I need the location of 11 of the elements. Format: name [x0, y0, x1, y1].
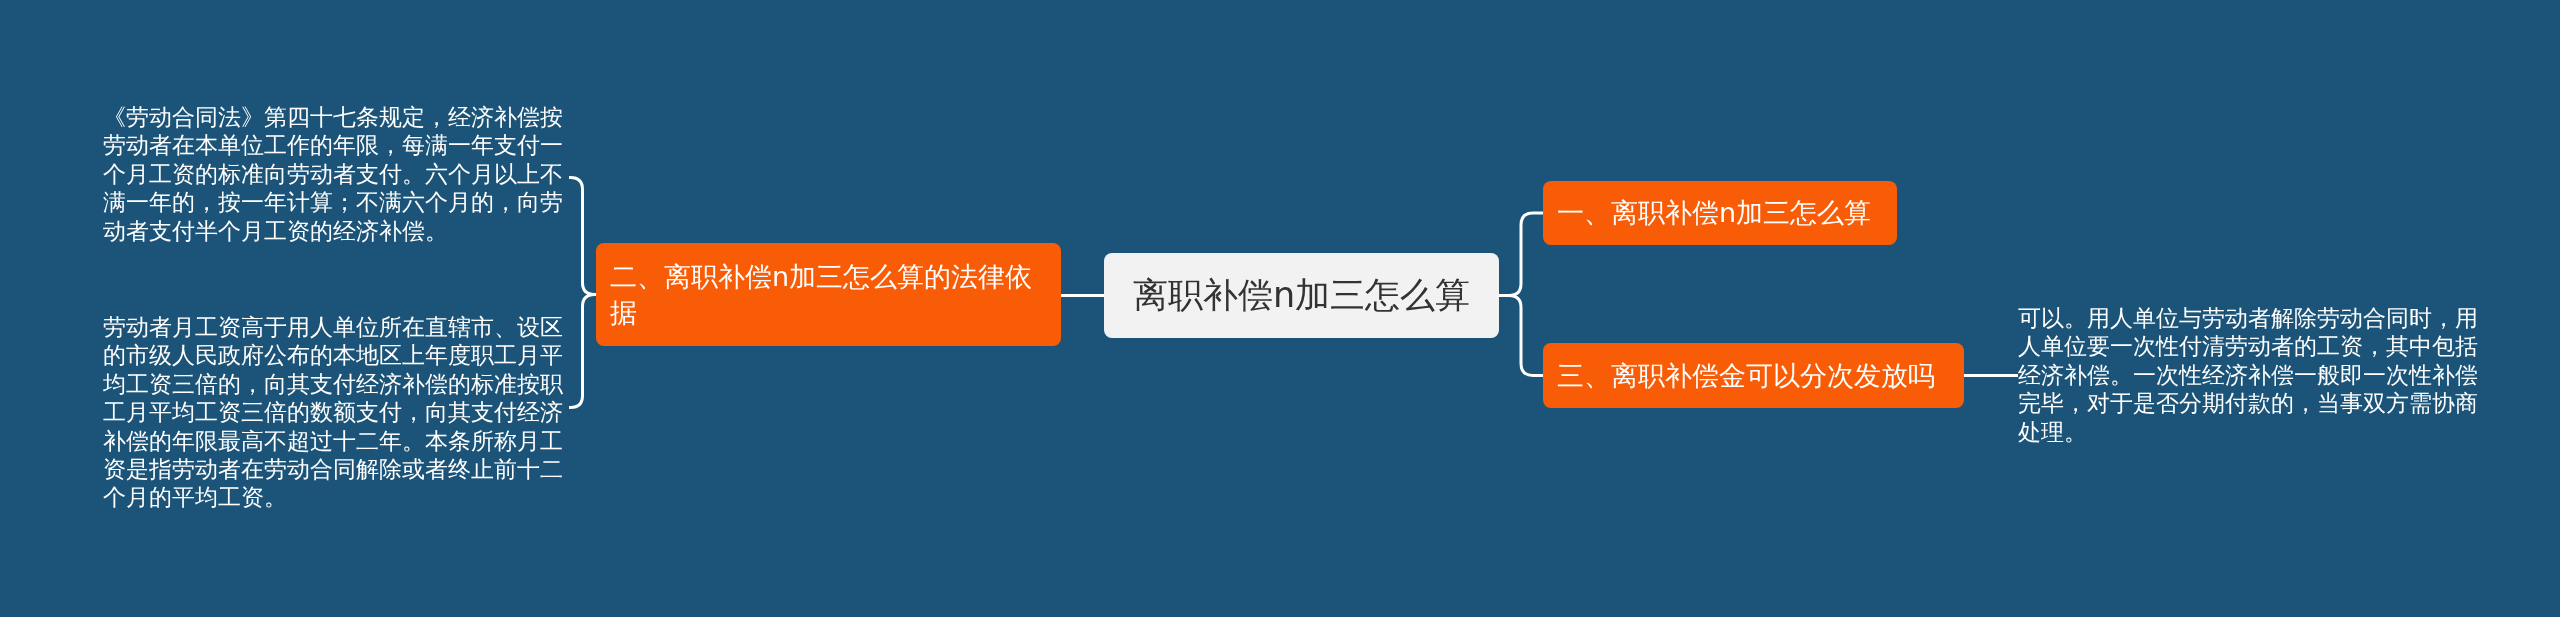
note-text: 劳动者月工资高于用人单位所在直辖市、设区的市级人民政府公布的本地区上年度职工月平均工资三倍的，向其支付经济补偿的标准按职工月平均工资三倍的数额支付，向其支付经济补偿的年限最高不超过十二年。本条所称月工资是指劳动者在劳动合同解除或者终止前十二个月的平均工资。 [103, 313, 569, 512]
connector-line [1499, 294, 1543, 377]
topic-box: 三、离职补偿金可以分次发放吗 [1543, 343, 1964, 408]
central-topic-box: 离职补偿n加三怎么算 [1104, 253, 1499, 338]
note-text: 可以。用人单位与劳动者解除劳动合同时，用人单位要一次性付清劳动者的工资，其中包括经济补偿。一次性经济补偿一般即一次性补偿完毕，对于是否分期付款的，当事双方需协商处理。 [2018, 304, 2484, 447]
topic-box: 一、离职补偿n加三怎么算 [1543, 181, 1897, 245]
connector-line [1061, 294, 1104, 297]
connector-line [1964, 374, 2018, 377]
topic-box: 二、离职补偿n加三怎么算的法律依据 [596, 243, 1061, 346]
connector-line [568, 293, 597, 409]
note-text: 《劳动合同法》第四十七条规定，经济补偿按劳动者在本单位工作的年限，每满一年支付一个月工资的标准向劳动者支付。六个月以上不满一年的，按一年计算；不满六个月的，向劳动者支付半个月工资的经济补偿。 [103, 103, 569, 246]
